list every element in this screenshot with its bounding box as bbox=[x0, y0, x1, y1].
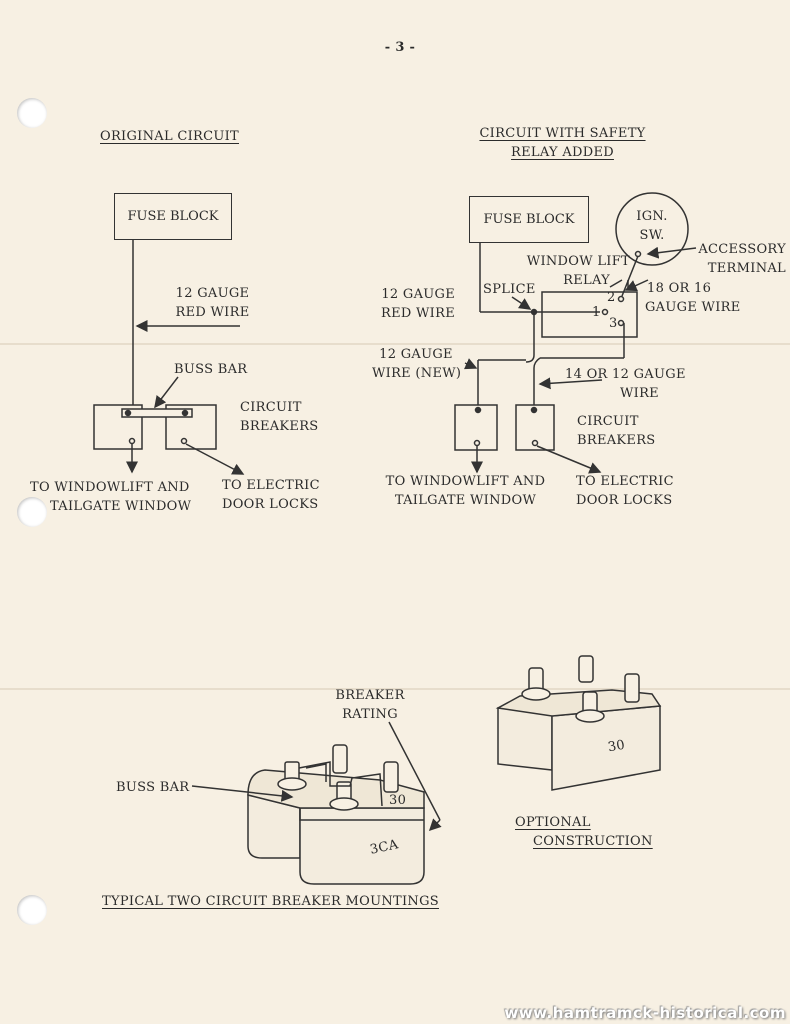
buss-bar-label: BUSS BAR bbox=[174, 362, 248, 377]
relay-breaker-right-box bbox=[515, 404, 555, 451]
breaker-block-left bbox=[247, 794, 301, 859]
ign-switch-circle bbox=[615, 192, 689, 266]
relay-breaker-left-box bbox=[454, 404, 498, 451]
splice-label: SPLICE bbox=[483, 282, 536, 297]
binder-hole bbox=[17, 497, 47, 527]
fuse-block-box: FUSE BLOCK bbox=[114, 193, 232, 240]
watermark: www.hamtramck-historical.com bbox=[504, 1004, 786, 1022]
optional-block-left bbox=[497, 707, 553, 771]
breaker-left-box bbox=[93, 404, 143, 450]
mountings-caption: TYPICAL TWO CIRCUIT BREAKER MOUNTINGS bbox=[102, 894, 439, 909]
relay-fuse-block-box: FUSE BLOCK bbox=[469, 196, 589, 243]
binder-hole bbox=[17, 98, 47, 128]
breaker-right-box bbox=[165, 404, 217, 450]
mounting-buss-bar-label: BUSS BAR bbox=[116, 780, 190, 795]
relay-terminal-3: 3 bbox=[609, 316, 618, 331]
paper-fold bbox=[0, 343, 790, 345]
ign-switch-label: IGN.SW. bbox=[636, 209, 668, 243]
page-number: - 3 - bbox=[384, 40, 416, 55]
relay-box bbox=[541, 291, 638, 338]
relay-terminal-2: 2 bbox=[607, 290, 616, 305]
original-circuit-heading: ORIGINAL CIRCUIT bbox=[100, 129, 240, 144]
rating-top-label: 30 bbox=[389, 793, 407, 808]
relay-fuse-block-label: FUSE BLOCK bbox=[483, 212, 575, 227]
relay-terminal-1: 1 bbox=[592, 305, 601, 320]
binder-hole bbox=[17, 895, 47, 925]
optional-block-right bbox=[551, 705, 661, 791]
paper-fold bbox=[0, 688, 790, 690]
breaker-block-right bbox=[299, 807, 425, 885]
fuse-block-label: FUSE BLOCK bbox=[127, 209, 219, 224]
optional-rating-label: 30 bbox=[606, 737, 627, 756]
buss-bar-strip bbox=[121, 408, 193, 418]
